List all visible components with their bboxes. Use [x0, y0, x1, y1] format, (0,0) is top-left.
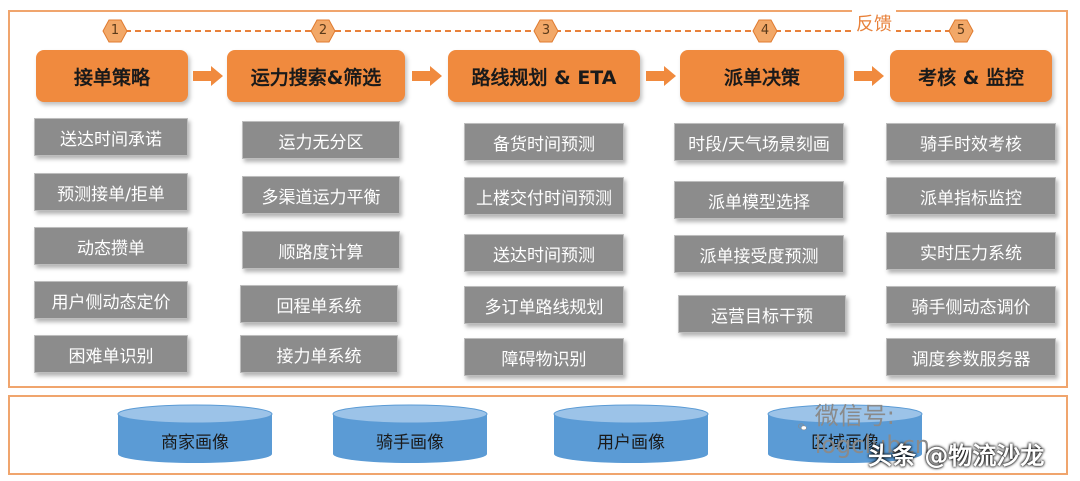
task-box: 多渠道运力平衡 [242, 176, 400, 214]
flow-arrow-icon [854, 66, 884, 86]
task-box: 骑手时效考核 [886, 123, 1056, 161]
step-marker-2: 2 [310, 18, 336, 44]
step-marker-4: 4 [752, 18, 778, 44]
step-marker-5: 5 [948, 18, 974, 44]
profile-cylinder-user: 用户画像 [552, 404, 710, 464]
wechat-id-text: 微信号: logclubcn [814, 401, 931, 459]
step-marker-number: 2 [318, 23, 328, 38]
feedback-label: 反馈 [852, 10, 896, 36]
task-box: 备货时间预测 [464, 123, 624, 161]
step-marker-number: 5 [956, 23, 966, 38]
flow-arrow-icon [646, 66, 676, 86]
stage-dispatch-decision: 派单决策 [680, 50, 844, 102]
step-marker-number: 4 [760, 23, 770, 38]
task-box: 顺路度计算 [242, 231, 400, 269]
task-box: 上楼交付时间预测 [464, 177, 624, 215]
profile-label: 区域画像 [811, 433, 879, 453]
task-box: 派单模型选择 [674, 181, 844, 219]
profile-label: 骑手画像 [376, 433, 444, 453]
task-box: 动态攒单 [34, 227, 188, 265]
task-box: 接力单系统 [240, 335, 398, 373]
profile-cylinder-merchant: 商家画像 [116, 404, 274, 464]
stage-capacity-search: 运力搜索&筛选 [227, 50, 405, 102]
task-box: 时段/天气场景刻画 [674, 123, 844, 161]
task-box: 送达时间承诺 [34, 118, 188, 156]
profile-cylinder-rider: 骑手画像 [331, 404, 489, 464]
task-box: 运力无分区 [242, 121, 400, 159]
flow-arrow-icon [193, 66, 223, 86]
task-box: 困难单识别 [34, 335, 188, 373]
task-box: 多订单路线规划 [464, 286, 624, 324]
toutiao-watermark: 头条 @物流沙龙 [868, 442, 1045, 470]
profile-label: 商家画像 [161, 433, 229, 453]
stage-order-strategy: 接单策略 [36, 50, 188, 102]
task-box: 障碍物识别 [464, 338, 624, 376]
task-box: 回程单系统 [240, 285, 398, 323]
stage-assessment-monitoring: 考核 & 监控 [890, 50, 1052, 102]
stage-route-eta: 路线规划 & ETA [448, 50, 640, 102]
step-marker-number: 3 [541, 23, 551, 38]
wechat-watermark: 微信号: logclubcn [798, 402, 930, 459]
task-box: 运营目标干预 [678, 295, 846, 333]
wechat-icon [798, 423, 807, 431]
step-marker-1: 1 [102, 18, 128, 44]
step-marker-number: 1 [110, 23, 120, 38]
step-marker-3: 3 [533, 18, 559, 44]
task-box: 派单接受度预测 [674, 235, 844, 273]
task-box: 骑手侧动态调价 [886, 286, 1056, 324]
profile-label: 用户画像 [597, 433, 665, 453]
task-box: 预测接单/拒单 [34, 173, 188, 211]
profile-cylinder-region: 区域画像 [766, 404, 924, 464]
task-box: 派单指标监控 [886, 177, 1056, 215]
flow-arrow-icon [412, 66, 442, 86]
task-box: 实时压力系统 [886, 232, 1056, 270]
task-box: 用户侧动态定价 [34, 281, 188, 319]
task-box: 调度参数服务器 [886, 338, 1056, 376]
task-box: 送达时间预测 [464, 234, 624, 272]
